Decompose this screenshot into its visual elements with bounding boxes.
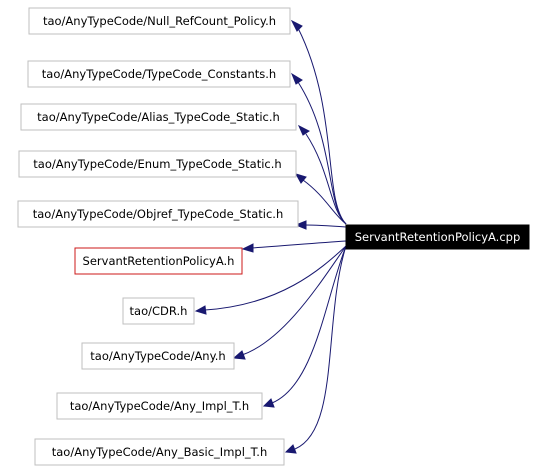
edges — [194, 19, 347, 454]
node-label: tao/AnyTypeCode/Objref_TypeCode_Static.h — [33, 207, 283, 221]
node-label: tao/AnyTypeCode/Enum_TypeCode_Static.h — [33, 157, 281, 171]
edge-to-servant-retention-policy-h — [251, 240, 347, 249]
node-label: tao/AnyTypeCode/Any_Impl_T.h — [70, 399, 249, 413]
node-servant-retention-policy-h[interactable]: ServantRetentionPolicyA.h — [74, 247, 243, 275]
node-label: ServantRetentionPolicyA.h — [83, 254, 235, 268]
node-label: tao/AnyTypeCode/Any_Basic_Impl_T.h — [52, 445, 268, 459]
node-label: tao/AnyTypeCode/TypeCode_Constants.h — [42, 67, 276, 81]
arrowhead-any-basic-impl-t-h — [284, 444, 297, 454]
arrowhead-cdr-h — [194, 305, 207, 315]
node-root-servant-retention-policy-cpp[interactable]: ServantRetentionPolicyA.cpp — [345, 224, 530, 250]
arrowhead-alias-typecode-static — [297, 124, 310, 136]
node-any-impl-t-h[interactable]: tao/AnyTypeCode/Any_Impl_T.h — [56, 392, 263, 420]
edge-to-alias-typecode-static — [305, 133, 347, 225]
node-alias-typecode-static[interactable]: tao/AnyTypeCode/Alias_TypeCode_Static.h — [20, 103, 297, 131]
arrowhead-servant-retention-policy-h — [241, 243, 254, 253]
edge-to-any-impl-t-h — [271, 245, 347, 404]
node-objref-typecode-static[interactable]: tao/AnyTypeCode/Objref_TypeCode_Static.h — [17, 200, 299, 228]
node-label: tao/AnyTypeCode/Any.h — [90, 349, 225, 363]
edge-to-null-refcount-policy — [297, 27, 347, 225]
arrowhead-null-refcount-policy — [290, 19, 303, 32]
node-label: tao/CDR.h — [130, 304, 188, 318]
edge-to-any-basic-impl-t-h — [294, 245, 347, 450]
arrowhead-enum-typecode-static — [294, 173, 307, 184]
arrowhead-any-impl-t-h — [262, 398, 275, 408]
arrowhead-typecode-constants — [290, 72, 303, 85]
edge-to-objref-typecode-static — [304, 224, 347, 228]
node-cdr-h[interactable]: tao/CDR.h — [122, 297, 195, 325]
edge-to-any-h — [241, 245, 347, 356]
node-typecode-constants[interactable]: tao/AnyTypeCode/TypeCode_Constants.h — [27, 60, 291, 88]
edge-to-enum-typecode-static — [302, 179, 347, 225]
node-any-h[interactable]: tao/AnyTypeCode/Any.h — [81, 342, 235, 370]
edge-to-typecode-constants — [297, 81, 347, 225]
node-label: tao/AnyTypeCode/Null_RefCount_Policy.h — [43, 14, 276, 28]
arrowhead-any-h — [232, 350, 246, 360]
edge-to-cdr-h — [204, 245, 347, 311]
root-label: ServantRetentionPolicyA.cpp — [355, 230, 521, 244]
nodes: tao/AnyTypeCode/Null_RefCount_Policy.h t… — [17, 7, 530, 466]
node-any-basic-impl-t-h[interactable]: tao/AnyTypeCode/Any_Basic_Impl_T.h — [34, 438, 285, 466]
node-enum-typecode-static[interactable]: tao/AnyTypeCode/Enum_TypeCode_Static.h — [18, 150, 297, 178]
arrowhead-objref-typecode-static — [294, 220, 307, 230]
node-label: tao/AnyTypeCode/Alias_TypeCode_Static.h — [37, 110, 280, 124]
node-null-refcount-policy[interactable]: tao/AnyTypeCode/Null_RefCount_Policy.h — [28, 7, 291, 35]
